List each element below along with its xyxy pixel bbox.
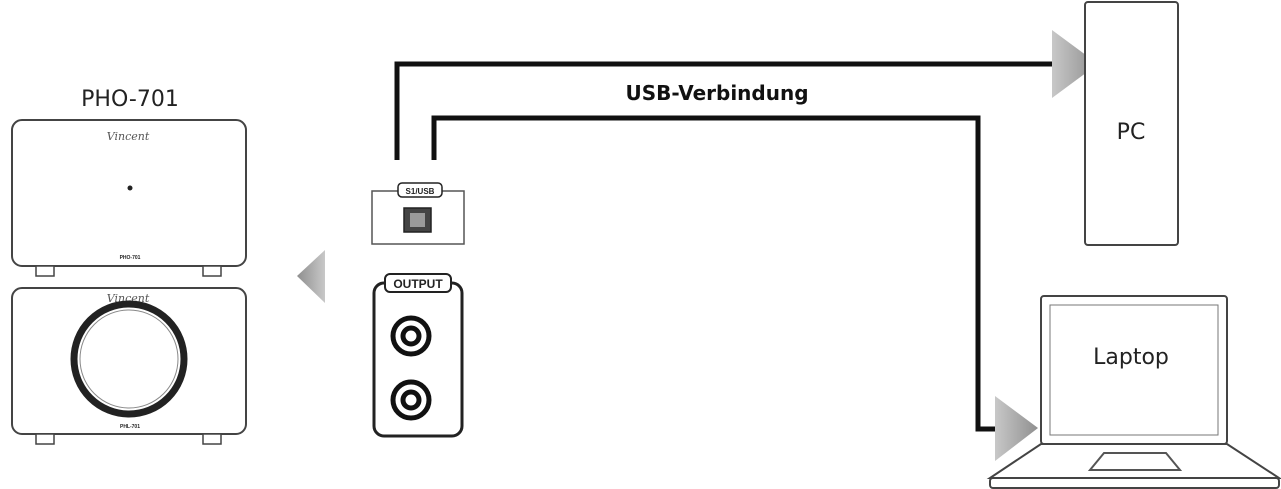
foot-left <box>35 265 55 277</box>
output-panel: OUTPUT <box>372 273 464 438</box>
pho-701-device: PHO-701 Vincent PHO-701 Vincent PHL-701 <box>11 87 247 445</box>
device-name-label: PHO-701 <box>81 87 179 112</box>
connection-label: USB-Verbindung <box>625 81 808 105</box>
touchpad <box>1087 452 1183 471</box>
power-led <box>127 185 133 191</box>
usb-port-label: S1/USB <box>406 187 435 196</box>
pc-label: PC <box>1117 120 1146 145</box>
foot-left <box>35 433 55 445</box>
top-unit: Vincent PHO-701 <box>11 119 247 277</box>
laptop-icon <box>986 295 1281 489</box>
laptop-device: Laptop <box>986 295 1281 489</box>
usb-port-label-box <box>397 182 443 198</box>
rca-jack-icon <box>390 315 432 357</box>
top-unit-model-label: PHO-701 <box>120 255 141 261</box>
bottom-unit: Vincent PHL-701 <box>11 287 247 445</box>
usb-cable-pc <box>394 61 1052 160</box>
brand-logo: Vincent <box>107 130 150 143</box>
usb-cable-laptop <box>431 115 1000 432</box>
foot-right <box>202 433 222 445</box>
foot-right <box>202 265 222 277</box>
rca-jack-icon <box>390 379 432 421</box>
laptop-label: Laptop <box>1093 345 1169 370</box>
output-label: OUTPUT <box>393 277 443 291</box>
arrow-right-icon <box>1052 30 1098 98</box>
volume-knob-inner <box>79 309 179 409</box>
arrow-right-icon <box>995 396 1038 461</box>
output-label-box <box>384 273 452 293</box>
arrow-left-icon <box>297 250 325 303</box>
pc-device: PC <box>1052 1 1179 246</box>
pc-tower-icon <box>1084 1 1179 246</box>
bottom-unit-model-label: PHL-701 <box>120 424 140 430</box>
usb-port-panel: S1/USB <box>371 182 465 245</box>
